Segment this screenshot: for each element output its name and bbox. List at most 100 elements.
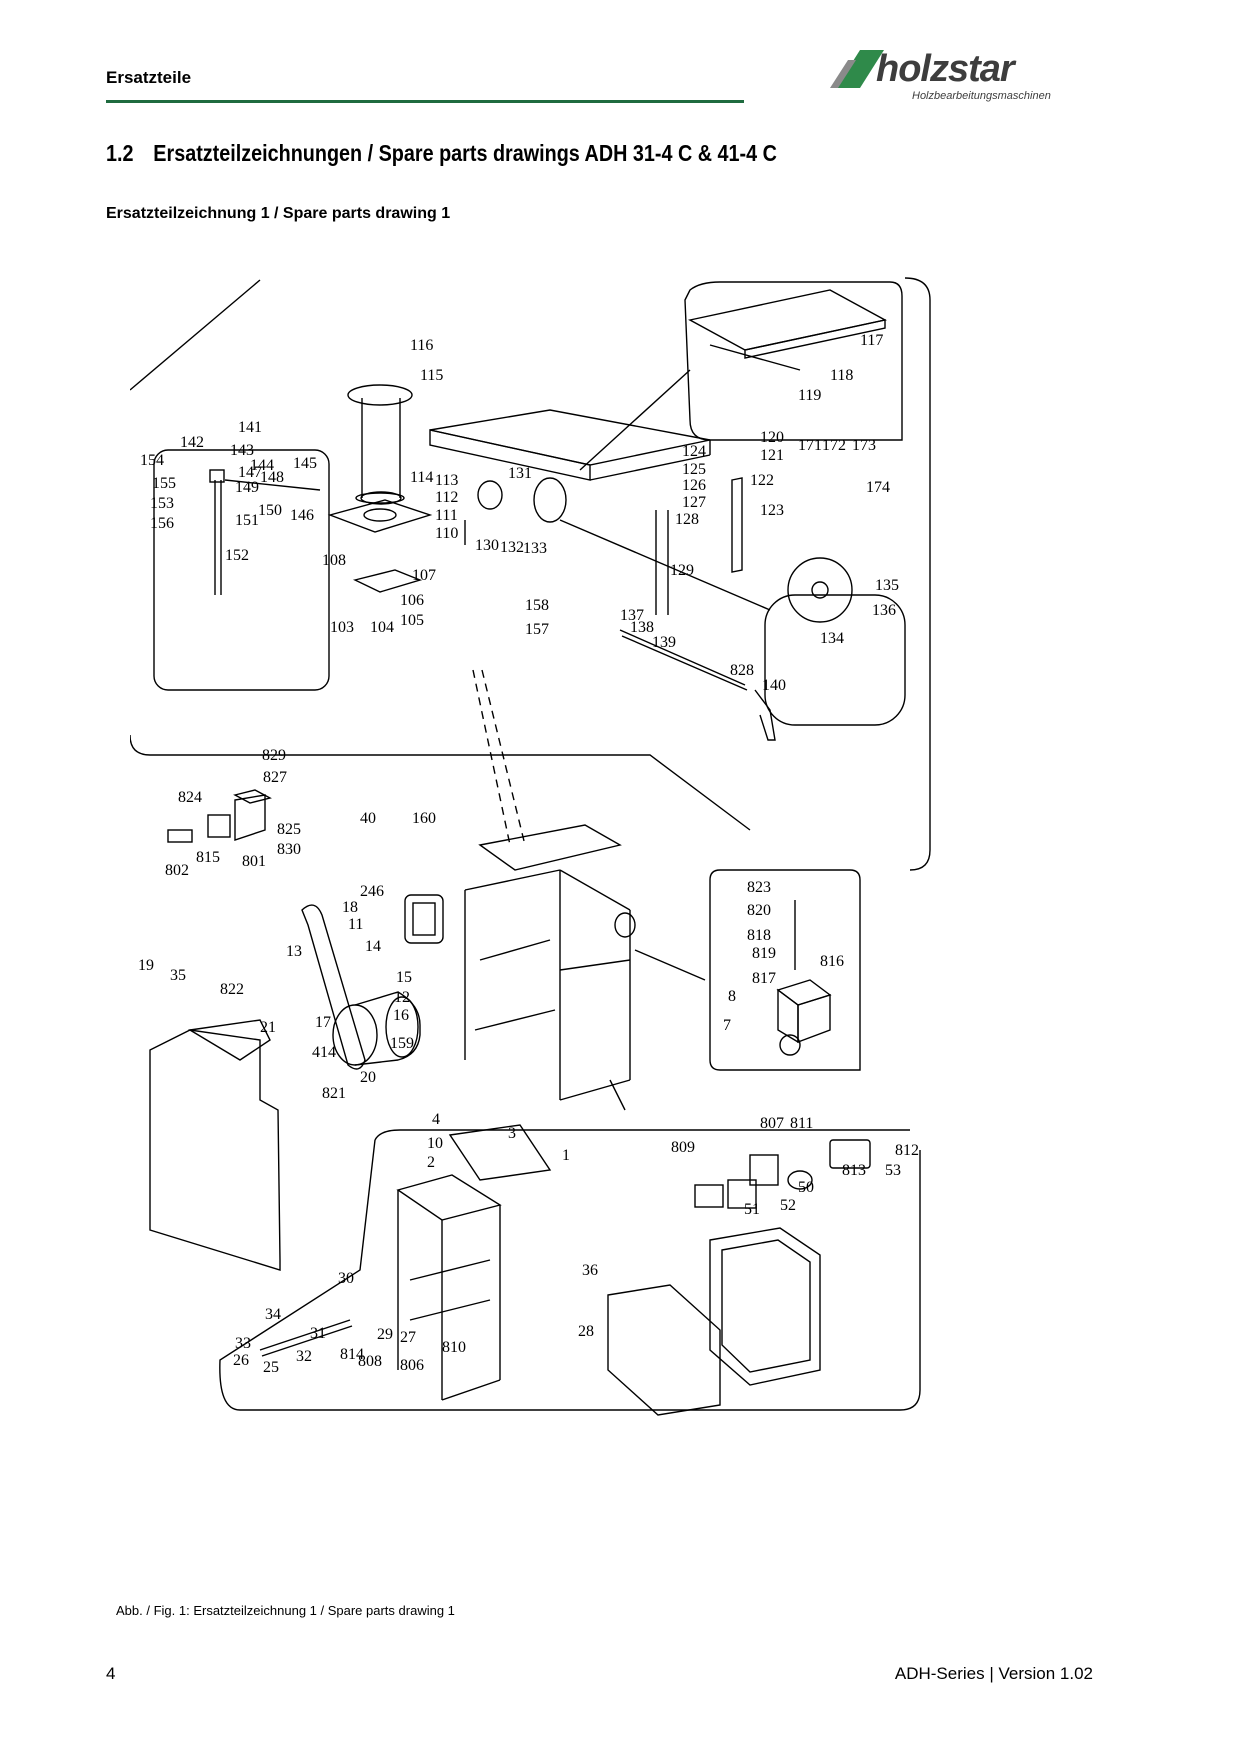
drawing-subheading: Ersatzteilzeichnung 1 / Spare parts draw…: [106, 205, 451, 222]
part-label-108: 108: [322, 552, 346, 569]
part-label-20: 20: [360, 1069, 376, 1086]
part-label-21: 21: [260, 1019, 276, 1036]
part-label-52: 52: [780, 1197, 796, 1214]
part-label-141: 141: [238, 419, 262, 436]
part-label-828: 828: [730, 662, 754, 679]
part-label-27: 27: [400, 1329, 416, 1346]
part-label-118: 118: [830, 367, 853, 384]
part-label-15: 15: [396, 969, 412, 986]
part-label-4: 4: [432, 1111, 440, 1128]
part-label-124: 124: [682, 443, 706, 460]
part-label-10: 10: [427, 1135, 443, 1152]
part-label-30: 30: [338, 1270, 354, 1287]
switch-plate: [404, 894, 444, 944]
part-label-18: 18: [342, 899, 358, 916]
page-number: 4: [106, 1664, 116, 1683]
part-label-142: 142: [180, 434, 204, 451]
spare-parts-drawing: 1161151171181191411421431441451541551531…: [130, 277, 931, 1416]
part-label-173: 173: [852, 437, 876, 454]
part-label-8: 8: [728, 988, 736, 1005]
version-label: ADH-Series | Version 1.02: [894, 1664, 1093, 1683]
page-heading: 1.2 Ersatzteilzeichnungen / Spare parts d…: [106, 140, 777, 167]
part-label-133: 133: [523, 540, 547, 557]
part-label-135: 135: [875, 577, 899, 594]
callout-outline-top: [130, 279, 261, 391]
part-label-171: 171: [798, 437, 822, 454]
part-label-149: 149: [235, 479, 259, 496]
part-label-151: 151: [235, 512, 259, 529]
part-label-11: 11: [348, 916, 363, 933]
part-label-34: 34: [265, 1306, 281, 1323]
section-title: Ersatzteile: [106, 68, 192, 87]
part-label-145: 145: [293, 455, 317, 472]
part-label-155: 155: [152, 475, 176, 492]
part-label-146: 146: [290, 507, 314, 524]
part-label-830: 830: [277, 841, 301, 858]
part-label-115: 115: [420, 367, 443, 384]
part-label-50: 50: [798, 1179, 814, 1196]
part-label-19: 19: [138, 957, 154, 974]
logo-mark-icon: [830, 50, 884, 88]
part-label-125: 125: [682, 461, 706, 478]
part-label-117: 117: [860, 332, 883, 349]
heading-title: Ersatzteilzeichnungen / Spare parts draw…: [153, 140, 777, 166]
part-label-121: 121: [760, 447, 784, 464]
part-label-143: 143: [230, 442, 254, 459]
part-label-808: 808: [358, 1353, 382, 1370]
part-label-12: 12: [394, 989, 410, 1006]
part-label-126: 126: [682, 477, 706, 494]
part-label-147: 147: [238, 464, 262, 481]
part-label-140: 140: [762, 677, 786, 694]
inset-box-top-right: [684, 281, 903, 441]
part-label-129: 129: [670, 562, 694, 579]
part-label-138: 138: [630, 619, 654, 636]
part-label-116: 116: [410, 337, 433, 354]
part-label-174: 174: [866, 479, 890, 496]
part-label-820: 820: [747, 902, 771, 919]
inset-box-motor-drive: [709, 869, 861, 1071]
part-label-172: 172: [822, 437, 846, 454]
machine-table: [478, 824, 622, 871]
part-label-809: 809: [671, 1139, 695, 1156]
part-label-13: 13: [286, 943, 302, 960]
part-label-824: 824: [178, 789, 202, 806]
part-label-114: 114: [410, 469, 433, 486]
part-label-817: 817: [752, 970, 776, 987]
part-label-105: 105: [400, 612, 424, 629]
part-label-36: 36: [582, 1262, 598, 1279]
part-label-103: 103: [330, 619, 354, 636]
part-label-158: 158: [525, 597, 549, 614]
part-label-14: 14: [365, 938, 381, 955]
part-label-806: 806: [400, 1357, 424, 1374]
side-cover: [149, 1029, 281, 1271]
part-label-802: 802: [165, 862, 189, 879]
part-label-823: 823: [747, 879, 771, 896]
part-label-113: 113: [435, 472, 458, 489]
part-label-818: 818: [747, 927, 771, 944]
part-label-3: 3: [508, 1125, 516, 1142]
header-rule: [106, 100, 744, 103]
part-label-130: 130: [475, 537, 499, 554]
part-label-811: 811: [790, 1115, 813, 1132]
part-label-134: 134: [820, 630, 844, 647]
part-label-813: 813: [842, 1162, 866, 1179]
inset-box-left: [153, 449, 330, 691]
part-label-137: 137: [620, 607, 644, 624]
part-label-139: 139: [652, 634, 676, 651]
part-label-7: 7: [723, 1017, 731, 1034]
part-label-815: 815: [196, 849, 220, 866]
part-label-821: 821: [322, 1085, 346, 1102]
part-label-127: 127: [682, 494, 706, 511]
part-label-144: 144: [250, 457, 274, 474]
part-label-819: 819: [752, 945, 776, 962]
part-label-810: 810: [442, 1339, 466, 1356]
part-label-112: 112: [435, 489, 458, 506]
part-label-414: 414: [312, 1044, 336, 1061]
part-label-153: 153: [150, 495, 174, 512]
part-label-131: 131: [508, 465, 532, 482]
heading-number: 1.2: [106, 140, 134, 166]
part-label-31: 31: [310, 1325, 326, 1342]
part-label-801: 801: [242, 853, 266, 870]
part-label-825: 825: [277, 821, 301, 838]
part-label-111: 111: [435, 507, 458, 524]
